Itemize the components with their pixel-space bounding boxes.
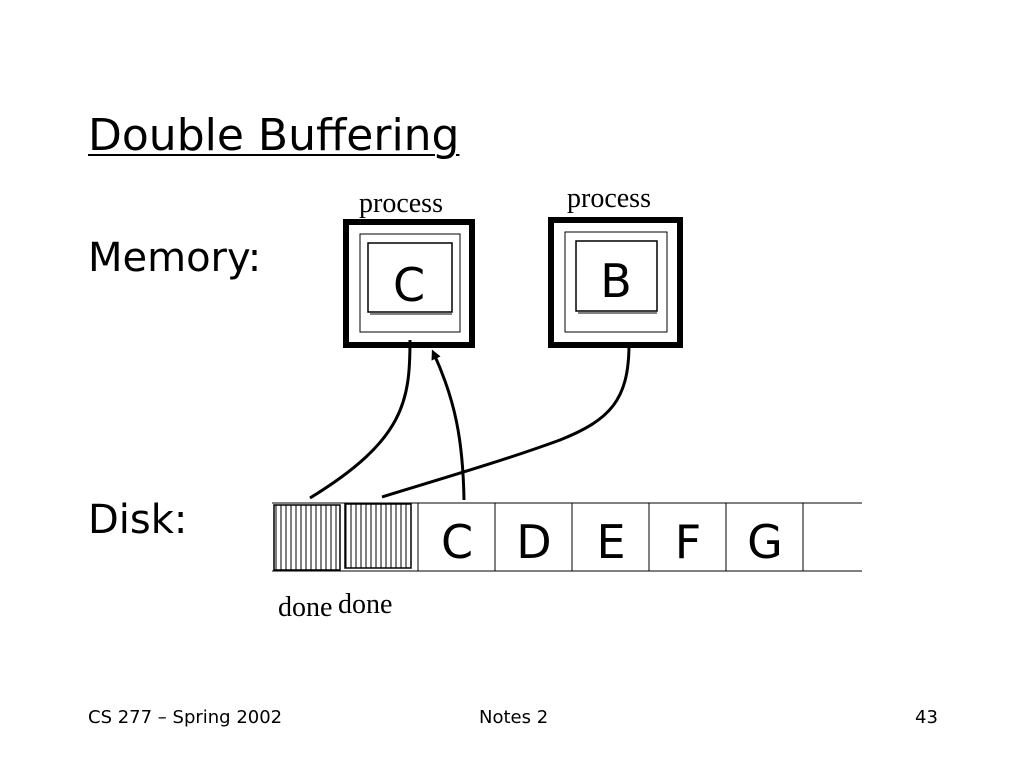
arrow-disk-c-to-buffer1	[431, 349, 466, 501]
buffer-1-letter: C	[393, 258, 425, 312]
connector-buffer1-to-disk1	[309, 339, 412, 500]
disk-block-d: D	[516, 515, 551, 569]
buffer-2-letter: B	[600, 254, 632, 308]
connector-buffer2-to-disk2	[381, 343, 631, 499]
disk-caption-done-1: done	[278, 592, 333, 623]
disk-caption-done-2: done	[338, 589, 393, 620]
disk-block-c: C	[441, 515, 473, 569]
disk-block-g: G	[747, 515, 783, 569]
disk-block-hatched-2	[344, 503, 412, 569]
slide-title: Double Buffering	[88, 110, 460, 161]
memory-buffer-2: B	[548, 217, 683, 348]
disk-label: Disk:	[88, 497, 188, 543]
disk-block-e: E	[596, 515, 625, 569]
footer-notes: Notes 2	[479, 707, 549, 728]
buffer-2-caption: process	[567, 183, 651, 214]
footer-page-number: 43	[915, 707, 938, 728]
footer-course: CS 277 – Spring 2002	[88, 707, 283, 728]
disk-block-f: F	[675, 515, 701, 569]
memory-label: Memory:	[88, 235, 262, 281]
memory-buffer-1: C	[343, 219, 475, 348]
buffer-1-caption: process	[359, 188, 443, 219]
disk-strip: C D E F G	[272, 502, 862, 572]
disk-block-hatched-1	[273, 504, 341, 571]
